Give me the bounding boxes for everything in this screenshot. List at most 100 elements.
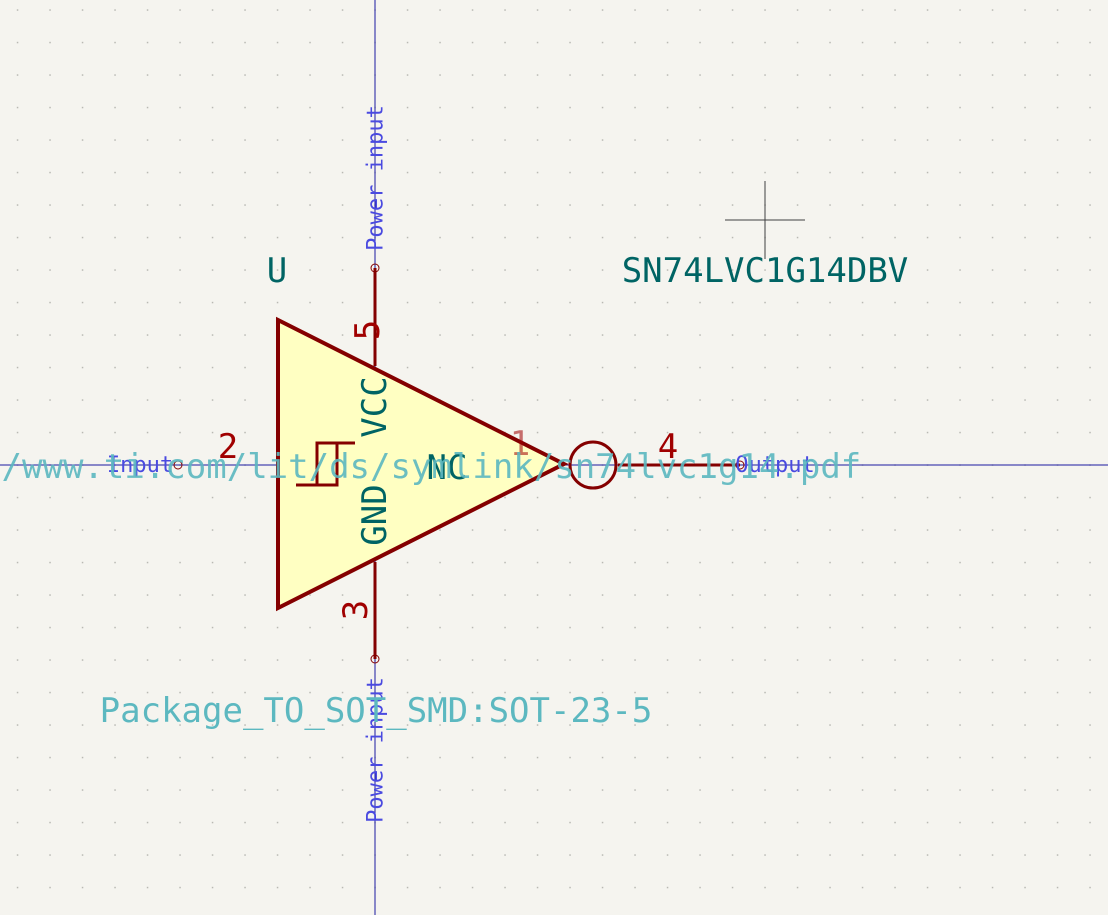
grid-dot <box>991 756 994 759</box>
grid-dot <box>309 269 311 271</box>
grid-dot <box>959 886 961 889</box>
grid-dot <box>634 626 636 629</box>
grid-dot <box>861 171 864 174</box>
grid-dot <box>666 594 669 596</box>
grid-dot <box>731 789 734 791</box>
grid-dot <box>16 269 19 271</box>
pin-5-endpoint[interactable] <box>370 263 380 273</box>
grid-dot <box>959 236 961 239</box>
grid-dot <box>16 854 19 856</box>
grid-dot <box>439 821 441 824</box>
grid-dot <box>764 334 766 336</box>
grid-dot <box>504 496 506 499</box>
grid-dot <box>1024 496 1026 499</box>
grid-dot <box>1089 691 1091 694</box>
grid-dot <box>731 886 734 889</box>
grid-dot <box>959 171 961 174</box>
grid-dot <box>179 366 181 369</box>
pin-3-endpoint[interactable] <box>370 654 380 664</box>
grid-dot <box>536 821 539 824</box>
grid-dot <box>276 269 279 271</box>
grid-dot <box>959 626 961 629</box>
grid-dot <box>569 724 571 726</box>
grid-dot <box>796 366 799 369</box>
grid-dot <box>146 724 149 726</box>
grid-dot <box>634 236 636 239</box>
grid-dot <box>504 399 506 401</box>
datasheet-field[interactable]: http://www.ti.com/lit/ds/symlink/sn74lvc… <box>0 447 861 487</box>
grid-dot <box>179 691 181 694</box>
grid-dot <box>569 594 571 596</box>
grid-dot <box>309 41 311 44</box>
grid-dot <box>861 139 864 141</box>
grid-dot <box>1089 854 1091 856</box>
grid-dot <box>536 301 539 304</box>
grid-dot <box>146 399 149 401</box>
grid-dot <box>406 269 409 271</box>
grid-dot <box>634 821 636 824</box>
grid-dot <box>81 529 84 531</box>
grid-dot <box>1024 9 1026 11</box>
grid-dot <box>244 334 246 336</box>
grid-dot <box>796 659 799 661</box>
grid-dot <box>829 139 831 141</box>
grid-dot <box>699 821 701 824</box>
grid-dot <box>1089 334 1091 336</box>
grid-dot <box>796 41 799 44</box>
buffer-triangle-body[interactable] <box>276 316 569 612</box>
grid-dot <box>796 269 799 271</box>
grid-dot <box>1056 139 1059 141</box>
grid-dot <box>211 854 214 856</box>
grid-dot <box>1089 724 1091 726</box>
grid-dot <box>179 854 181 856</box>
grid-dot <box>1089 399 1091 401</box>
grid-dot <box>244 756 246 759</box>
grid-dot <box>439 204 441 206</box>
grid-dot <box>471 301 474 304</box>
grid-dot <box>244 789 246 791</box>
grid-dot <box>406 334 409 336</box>
grid-dot <box>211 886 214 889</box>
grid-dot <box>601 854 604 856</box>
grid-dot <box>81 236 84 239</box>
grid-dot <box>114 171 116 174</box>
grid-dot <box>471 886 474 889</box>
grid-dot <box>1024 724 1026 726</box>
grid-dot <box>471 366 474 369</box>
grid-dot <box>341 659 344 661</box>
grid-dot <box>439 74 441 76</box>
grid-dot <box>959 821 961 824</box>
grid-dot <box>666 626 669 629</box>
grid-dot <box>731 139 734 141</box>
grid-dot <box>114 301 116 304</box>
grid-dot <box>536 399 539 401</box>
pin-2-endpoint[interactable] <box>173 460 183 470</box>
grid-dot <box>341 171 344 174</box>
grid-dot <box>959 789 961 791</box>
grid-dot <box>341 236 344 239</box>
grid-dot <box>1056 659 1059 661</box>
grid-dot <box>699 626 701 629</box>
grid-dot <box>504 204 506 206</box>
grid-dot <box>894 366 896 369</box>
footprint-field[interactable]: Package_TO_SOT_SMD:SOT-23-5 <box>100 691 653 731</box>
inversion-bubble-icon <box>568 440 618 490</box>
grid-dot <box>211 9 214 11</box>
grid-dot <box>504 659 506 661</box>
reference-field[interactable]: U <box>267 251 287 291</box>
grid-dot <box>829 171 831 174</box>
grid-dot <box>959 431 961 434</box>
grid-dot <box>276 9 279 11</box>
grid-dot <box>829 431 831 434</box>
grid-dot <box>731 626 734 629</box>
grid-dot <box>601 561 604 564</box>
grid-dot <box>309 106 311 109</box>
grid-dot <box>211 334 214 336</box>
grid-dot <box>179 626 181 629</box>
grid-dot <box>991 854 994 856</box>
grid-dot <box>504 529 506 531</box>
grid-dot <box>536 886 539 889</box>
grid-dot <box>49 496 51 499</box>
pin-4-endpoint[interactable] <box>735 460 745 470</box>
